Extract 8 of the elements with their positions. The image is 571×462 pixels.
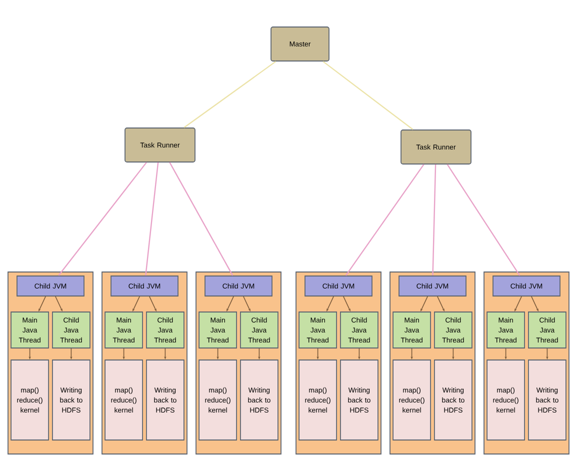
connector-line bbox=[169, 162, 234, 276]
connector-line bbox=[58, 162, 147, 276]
connector-line bbox=[322, 60, 414, 130]
connector-line bbox=[345, 164, 424, 276]
connector-line bbox=[145, 162, 159, 276]
connector-line bbox=[432, 164, 436, 276]
connector-line bbox=[446, 164, 520, 276]
connector-line bbox=[184, 60, 276, 128]
